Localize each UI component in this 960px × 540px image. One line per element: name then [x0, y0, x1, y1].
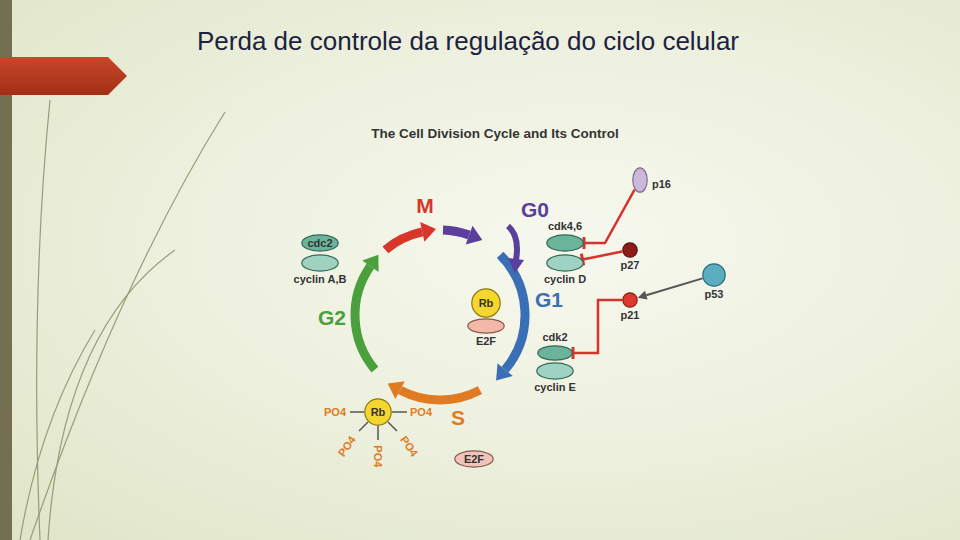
node-outline: [302, 235, 338, 251]
node-outline: [538, 346, 572, 360]
protein-label: Rb: [371, 406, 386, 419]
connector-line: [584, 190, 635, 243]
cdk-oval: cdk4,6: [546, 234, 584, 252]
phase-label: G0: [521, 198, 549, 222]
protein-label: cdk2: [542, 331, 567, 344]
node-shape: [537, 345, 573, 361]
arrowhead: [496, 363, 513, 380]
phosphate-label: PO4: [324, 406, 346, 419]
phosphate-label: PO4: [410, 406, 432, 419]
node-shape: [622, 292, 638, 308]
node-outline: [537, 363, 573, 379]
protein-label: p27: [621, 259, 640, 272]
rb-protein: Rb: [471, 288, 501, 318]
protein-label: E2F: [464, 453, 484, 466]
phosphate-label: PO4: [336, 433, 359, 458]
protein-label: cdc2: [307, 237, 332, 250]
node-shape: [467, 318, 505, 334]
slide-title: Perda de controle da regulação do ciclo …: [197, 23, 757, 60]
activation-arrow: [638, 278, 703, 299]
node-outline: [365, 399, 391, 425]
phase-label: G1: [535, 288, 563, 312]
phosphate-label: PO4: [372, 445, 385, 467]
protein-label: Rb: [479, 297, 494, 310]
arrowhead: [466, 226, 483, 245]
node-outline: [302, 255, 338, 271]
connector-line: [573, 300, 622, 353]
arrowhead: [420, 222, 436, 242]
node-shape: [632, 167, 648, 193]
m-phase-arc: [385, 232, 422, 250]
node-outline: [468, 319, 504, 333]
inhibition-connector: [581, 252, 622, 266]
node-outline: [703, 264, 725, 286]
node-shape: [702, 263, 726, 287]
connector-line: [646, 278, 702, 295]
node-shape: [546, 234, 584, 252]
node-shape: [546, 254, 584, 272]
cyclin-oval: cyclin A,B: [301, 254, 339, 272]
node-outline: [472, 289, 500, 317]
protein-label: p53: [705, 288, 724, 301]
node-outline: [633, 168, 647, 192]
node-shape: [536, 362, 574, 380]
p27-protein: p27: [622, 242, 638, 258]
protein-label: p21: [621, 309, 640, 322]
node-shape: [622, 242, 638, 258]
phospho-rb: Rb: [364, 398, 392, 426]
decor-lines: [20, 100, 225, 540]
node-shape: [301, 254, 339, 272]
cyclin-oval: cyclin E: [536, 362, 574, 380]
node-outline: [547, 235, 583, 251]
protein-label: cyclin A,B: [294, 273, 347, 286]
g0-return-arc: [508, 226, 517, 260]
p21-protein: p21: [622, 292, 638, 308]
e2f-oval: E2F: [467, 318, 505, 334]
phase-label: G2: [318, 306, 346, 330]
e2f-free: E2F: [454, 450, 494, 468]
p53-protein: p53: [702, 263, 726, 287]
protein-label: cyclin E: [534, 381, 576, 394]
phosphate-label: PO4: [398, 433, 421, 458]
g0-arc: [443, 230, 469, 235]
figure-title: The Cell Division Cycle and Its Control: [371, 126, 619, 142]
cyclin-oval: cyclin D: [546, 254, 584, 272]
phase-label: S: [451, 406, 465, 430]
s-phase-arc: [400, 390, 480, 400]
node-outline: [623, 243, 637, 257]
red-arrow-tab: [0, 57, 127, 95]
cdk-oval: cdc2: [301, 234, 339, 252]
inhibition-connector: [573, 300, 622, 359]
cdk-oval: cdk2: [537, 345, 573, 361]
arrowhead: [388, 381, 405, 399]
protein-label: cdk4,6: [548, 220, 582, 233]
p16-protein: p16: [632, 167, 648, 193]
g1-phase-arc: [500, 255, 525, 370]
phase-label: M: [416, 194, 434, 218]
connector-line: [583, 252, 623, 260]
g2-phase-arc: [355, 266, 375, 369]
protein-label: p16: [652, 178, 671, 191]
node-outline: [623, 293, 637, 307]
arrowhead: [508, 258, 524, 273]
node-outline: [547, 255, 583, 271]
arrowhead: [362, 255, 378, 272]
arrowhead: [638, 291, 648, 300]
protein-label: E2F: [476, 335, 496, 348]
inhibition-connector: [584, 190, 635, 249]
protein-label: cyclin D: [544, 273, 586, 286]
node-outline: [455, 451, 493, 467]
